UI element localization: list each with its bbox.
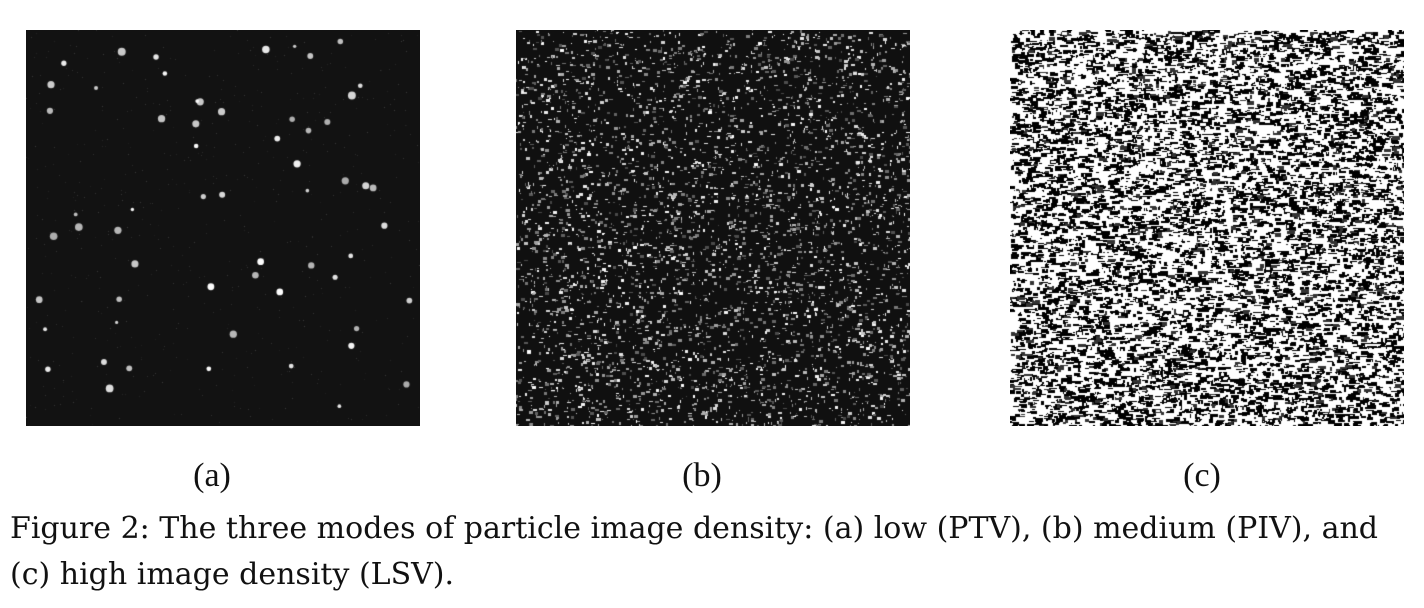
particle-image-low-density <box>26 30 420 426</box>
particle-canvas-a <box>26 30 420 426</box>
subfigure-label-b: (b) <box>682 457 722 494</box>
figure-caption: Figure 2: The three modes of particle im… <box>10 511 1378 592</box>
particle-image-high-density <box>1010 30 1404 426</box>
particle-canvas-b <box>516 30 910 426</box>
subfigure-label-c: (c) <box>1183 457 1221 494</box>
particle-canvas-c <box>1010 30 1404 426</box>
particle-image-medium-density <box>516 30 910 426</box>
subfigure-label-a: (a) <box>193 457 231 494</box>
